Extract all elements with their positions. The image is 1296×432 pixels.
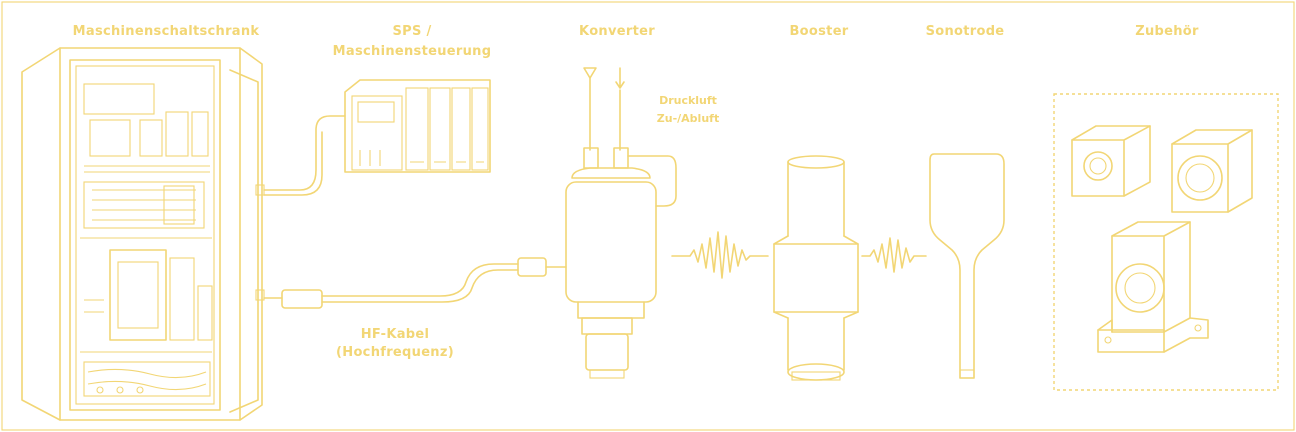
label-sonotrode: Sonotrode [926,24,1005,39]
converter-drawing [565,67,677,379]
label-converter: Konverter [579,24,655,39]
accessories-frame [1053,93,1279,391]
cabinet-drawing [21,47,265,421]
label-hf-1: HF-Kabel [361,327,430,342]
label-accessories: Zubehör [1135,24,1199,39]
label-booster: Booster [789,24,848,39]
plc-cable [263,115,346,191]
label-hf-2: (Hochfrequenz) [336,345,454,360]
label-sps-2: Maschinensteuerung [333,44,492,59]
plc-drawing [344,79,491,173]
accessories-drawing [1071,125,1253,353]
label-air-2: Zu-/Abluft [657,112,719,125]
hf-cable-drawing [263,257,567,309]
label-sps-1: SPS / [392,24,431,39]
sonotrode-drawing [929,153,1005,379]
label-air-1: Druckluft [659,94,717,107]
label-cabinet: Maschinenschaltschrank [73,24,260,39]
vibration-wave-2 [861,237,927,273]
booster-drawing [773,155,859,381]
vibration-wave-1 [671,231,769,279]
